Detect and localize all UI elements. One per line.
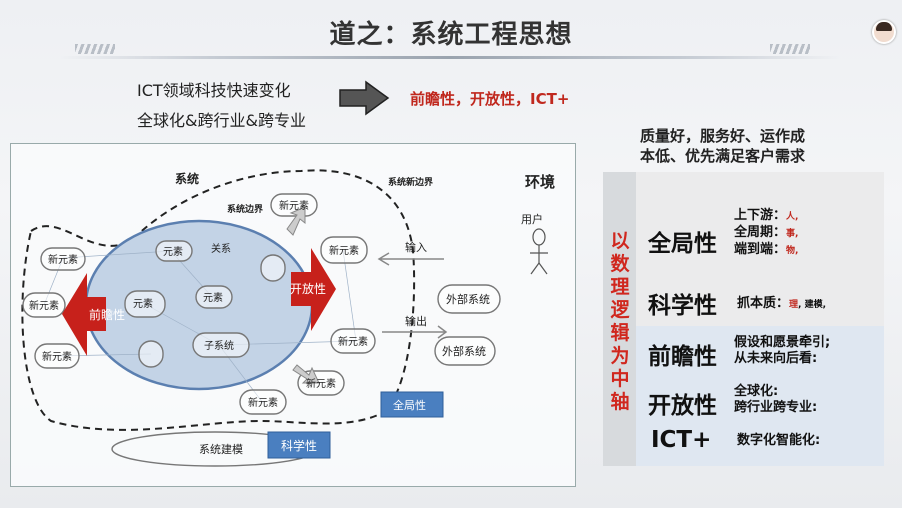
modeling-label: 系统建模 [199, 442, 243, 456]
principle-global: 全局性 [648, 231, 717, 257]
output-arrow [382, 325, 448, 339]
slide-title: 道之：系统工程思想 [329, 20, 573, 50]
panel-upper-section [636, 172, 884, 326]
external-system-label: 外部系统 [446, 292, 490, 306]
svg-text:新元素: 新元素 [306, 377, 336, 390]
growth-arrow-upper [286, 206, 306, 236]
goal-text: 质量好，服务好、运作成本低、优先满足客户需求 [640, 127, 806, 165]
intro-line-2: 全球化&跨行业&跨专业 [137, 111, 306, 130]
principle-scientific: 科学性 [648, 293, 717, 319]
relation-label: 关系 [211, 242, 231, 255]
growth-arrow-lower [292, 364, 320, 384]
axis-strip [603, 172, 636, 466]
intro-line-1: ICT领域科技快速变化 [137, 81, 291, 100]
output-label: 输出 [405, 314, 427, 328]
external-system-label: 外部系统 [442, 344, 486, 358]
openness-label: 开放性 [290, 281, 326, 296]
svg-text:新元素: 新元素 [42, 350, 72, 363]
user-label: 用户 [521, 212, 543, 226]
intro-result: 前瞻性，开放性，ICT+ [410, 90, 570, 108]
header-decoration-left [75, 44, 115, 54]
input-label: 输入 [405, 240, 427, 254]
scientific-box [267, 431, 331, 459]
panel-lower-section [636, 326, 884, 466]
element-label: 元素 [203, 291, 223, 304]
principle-openness-desc: 全球化:跨行业跨专业: [734, 384, 818, 415]
svg-text:新元素: 新元素 [329, 244, 359, 257]
user-stick-figure-icon [530, 228, 548, 275]
global-label: 全局性 [393, 398, 426, 412]
right-arrow-icon [339, 80, 390, 116]
principle-ict-desc: 数字化智能化: [737, 433, 821, 448]
global-box [380, 391, 444, 418]
input-arrow [377, 252, 444, 266]
principle-global-desc: 上下游：人, 全周期：事, 端到端：物, [734, 208, 799, 257]
principle-scientific-desc: 抓本质：理, 建模, [737, 296, 827, 311]
subsystem-label: 子系统 [204, 339, 234, 352]
principle-foresight: 前瞻性 [648, 344, 717, 370]
boundary-label: 系统边界 [227, 203, 263, 215]
system-label: 系统 [175, 171, 199, 186]
scientific-label: 科学性 [281, 438, 317, 453]
principle-foresight-desc: 假设和愿景牵引;从未来向后看: [734, 335, 831, 366]
svg-text:新元素: 新元素 [338, 335, 368, 348]
environment-label: 环境 [525, 173, 555, 191]
element-label: 元素 [133, 297, 153, 310]
foresight-arrow [62, 273, 106, 356]
new-boundary-label: 系统新边界 [388, 176, 433, 188]
svg-text:新元素: 新元素 [29, 299, 59, 312]
principles-panel: 以数理逻辑为中轴 全局性 上下游：人, 全周期：事, 端到端：物, 科学性 抓本… [603, 172, 884, 466]
svg-text:新元素: 新元素 [248, 396, 278, 409]
svg-text:新元素: 新元素 [279, 199, 309, 212]
header-decoration-right [770, 44, 810, 54]
presenter-avatar [872, 20, 896, 44]
axis-label: 以数理逻辑为中轴 [610, 230, 630, 413]
element-label: 元素 [163, 245, 183, 258]
openness-arrow [291, 248, 336, 331]
principle-openness: 开放性 [648, 393, 717, 419]
system-diagram: 前瞻性 开放性 系统 系统新边界 环境 系统边界 元素 关系 元素 元素 子系统… [10, 143, 576, 487]
principle-ict: ICT+ [651, 427, 712, 453]
svg-text:新元素: 新元素 [48, 253, 78, 266]
header-divider [60, 56, 840, 59]
foresight-label: 前瞻性 [89, 307, 125, 322]
